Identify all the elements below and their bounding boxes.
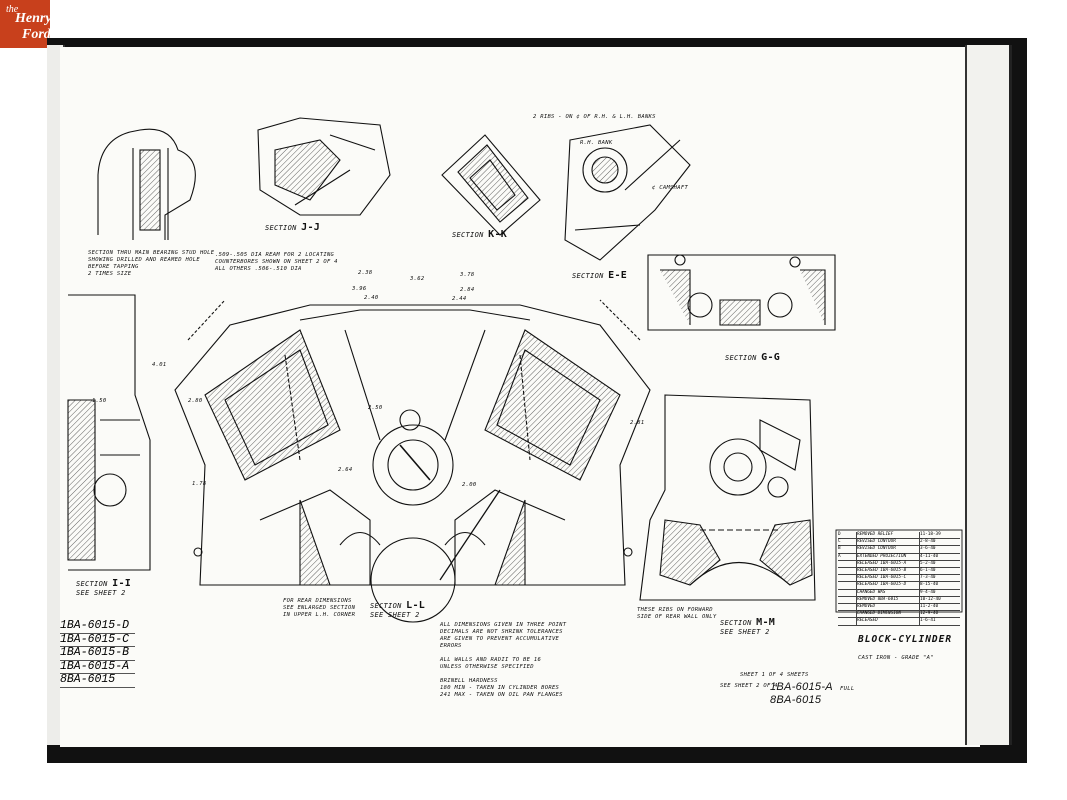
part-number: 1BA-6015-D [60,619,136,634]
dim-label: 1.78 [192,481,207,487]
note-ream: .509-.505 DIA REAM FOR 2 LOCATING COUNTE… [215,252,338,272]
dim-label: 2.80 [188,398,203,404]
part-number: 1BA-6015-C [60,633,136,647]
dim-label: 2.38 [358,270,373,276]
section-j-j-view [257,117,391,216]
dim-label: 2.50 [368,405,383,411]
title-part-b: 8BA-6015 [770,694,822,706]
part-number: 8BA-6015 [60,673,136,688]
dim-label: 2.64 [338,467,353,473]
section-e-e-view [564,124,691,261]
section-m-m-view [639,394,816,601]
main-block-section [174,299,651,623]
dim-label: 3.96 [352,286,367,292]
section-label-j-j: SECTION J-J [265,222,321,233]
part-number-list: 1BA-6015-D 1BA-6015-C 1BA-6015-B 1BA-601… [60,619,136,688]
dim-label: 2.81 [630,420,645,426]
drawing-material: CAST IRON - GRADE "A" [858,655,934,661]
section-label-k-k: SECTION K-K [452,229,508,240]
dim-label: 4.01 [152,362,167,368]
dim-label: 2.44 [452,296,467,302]
drawing-title: BLOCK-CYLINDER [858,634,953,645]
henry-ford-logo: the Henry Ford [0,0,52,48]
part-number: 1BA-6015-B [60,646,136,661]
section-label-e-e: SECTION E-E [572,270,628,281]
sheet-count: SHEET 1 OF 4 SHEETS [740,672,809,678]
dim-label: 2.84 [460,287,475,293]
note-rh-bank: R.H. BANK [580,140,613,146]
title-part-a: 1BA-6015-A [770,681,833,693]
note-forward-ribs: THESE RIBS ON FORWARD SIDE OF REAR WALL … [637,607,717,620]
drawing-scale: FULL [840,686,855,692]
dim-label: 1.50 [92,398,107,404]
section-i-i-view [67,294,151,571]
section-label-g-g: SECTION G-G [725,352,781,363]
note-ribs: 2 RIBS - ON ¢ OF R.H. & L.H. BANKS [533,114,656,120]
part-number: 1BA-6015-A [60,660,136,674]
dim-label: 2.00 [462,482,477,488]
dim-label: 2.40 [364,295,379,301]
bearing-stud-section [97,128,196,240]
section-g-g-view [647,254,836,331]
section-k-k-view [441,134,541,236]
note-camshaft: ¢ CAMSHAFT [652,185,689,191]
note-general: ALL DIMENSIONS GIVEN IN THREE POINT DECI… [440,622,567,698]
dim-label: 3.62 [410,276,425,282]
sheet-reference: SEE SHEET 2 OF 4 [720,683,778,689]
dim-label: 3.78 [460,272,475,278]
note-bearing-stud: SECTION THRU MAIN BEARING STUD HOLE SHOW… [88,250,215,277]
right-sheet-edge [965,45,1012,745]
note-rear-dimensions: FOR REAR DIMENSIONS SEE ENLARGED SECTION… [283,598,356,618]
